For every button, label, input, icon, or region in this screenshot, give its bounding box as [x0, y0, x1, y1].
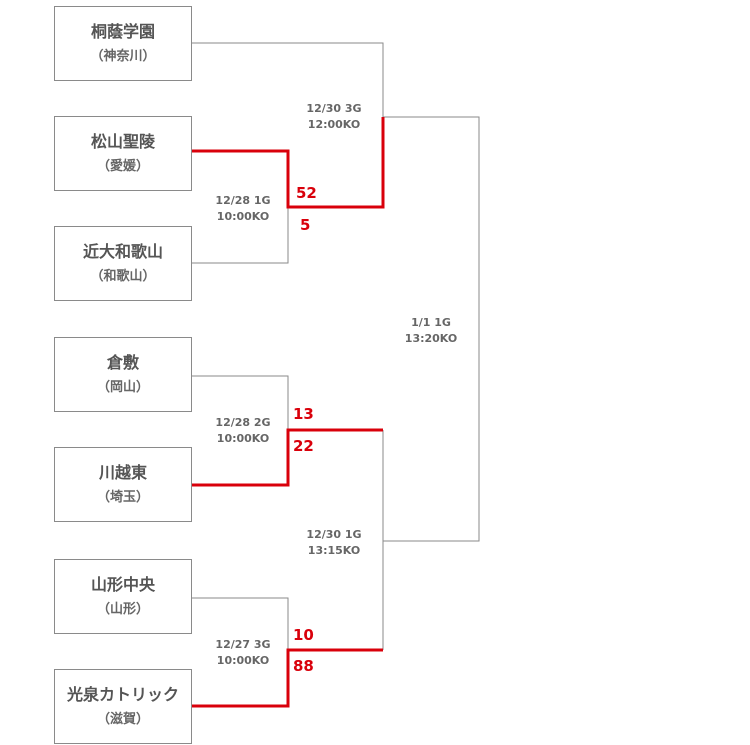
winner-line-kawagoe: [192, 428, 383, 487]
match-info-qf-bottom: 12/30 1G 13:15KO: [284, 527, 384, 559]
match-date: 12/27 3G: [215, 638, 271, 651]
match-time: 13:20KO: [404, 332, 458, 345]
team-name: 倉敷: [106, 352, 139, 372]
team-box-kosen[interactable]: 光泉カトリック （滋賀）: [54, 669, 192, 744]
team-box-yamagata[interactable]: 山形中央 （山形）: [54, 559, 192, 634]
team-name: 光泉カトリック: [66, 684, 179, 704]
team-prefecture: （山形）: [96, 601, 149, 617]
team-box-toin[interactable]: 桐蔭学園 （神奈川）: [54, 6, 192, 81]
line-toin-qf: [192, 42, 384, 117]
match-info-r1b: 12/28 2G 10:00KO: [193, 415, 293, 447]
match-date: 1/1 1G: [411, 316, 451, 329]
match-date: 12/28 2G: [215, 416, 271, 429]
match-info-sf: 1/1 1G 13:20KO: [381, 315, 481, 347]
team-prefecture: （岡山）: [96, 379, 149, 395]
match-time: 13:15KO: [307, 544, 361, 557]
match-info-r1c: 12/27 3G 10:00KO: [193, 637, 293, 669]
line-kurashiki-r1: [192, 375, 289, 430]
team-prefecture: （和歌山）: [90, 268, 156, 284]
match-info-r1a: 12/28 1G 10:00KO: [193, 193, 293, 225]
score-kindai: 5: [300, 216, 311, 234]
match-time: 10:00KO: [216, 654, 270, 667]
team-name: 山形中央: [90, 574, 155, 594]
team-name: 近大和歌山: [82, 241, 163, 261]
team-box-kawagoe[interactable]: 川越東 （埼玉）: [54, 447, 192, 522]
line-qf-top-sf: [383, 116, 480, 542]
score-kawagoe: 22: [293, 437, 314, 455]
team-prefecture: （滋賀）: [96, 711, 149, 727]
team-prefecture: （埼玉）: [96, 489, 149, 505]
line-yamagata-r1: [192, 597, 289, 650]
line-kindai-r1: [192, 207, 289, 264]
match-time: 10:00KO: [216, 210, 270, 223]
winner-line-kosen: [192, 648, 383, 708]
score-kurashiki: 13: [293, 405, 314, 423]
team-name: 桐蔭学園: [90, 21, 155, 41]
match-info-qf-top: 12/30 3G 12:00KO: [284, 101, 384, 133]
team-name: 川越東: [98, 462, 147, 482]
match-time: 12:00KO: [307, 118, 361, 131]
team-box-kurashiki[interactable]: 倉敷 （岡山）: [54, 337, 192, 412]
score-yamagata: 10: [293, 626, 314, 644]
match-time: 10:00KO: [216, 432, 270, 445]
team-box-kindai[interactable]: 近大和歌山 （和歌山）: [54, 226, 192, 301]
score-kosen: 88: [293, 657, 314, 675]
team-box-matsuyama[interactable]: 松山聖陵 （愛媛）: [54, 116, 192, 191]
score-matsuyama: 52: [296, 184, 317, 202]
match-date: 12/30 3G: [306, 102, 362, 115]
team-prefecture: （愛媛）: [96, 158, 149, 174]
match-date: 12/30 1G: [306, 528, 362, 541]
winner-line-matsuyama: [192, 117, 385, 209]
team-name: 松山聖陵: [90, 131, 155, 151]
match-date: 12/28 1G: [215, 194, 271, 207]
team-prefecture: （神奈川）: [90, 48, 156, 64]
